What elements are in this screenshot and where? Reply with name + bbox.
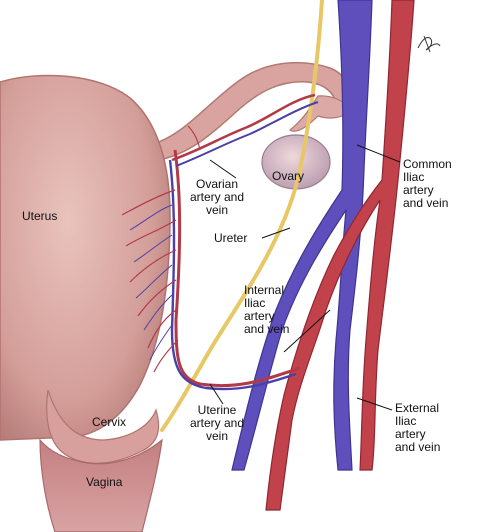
label-internal-iliac-artery-and-vein: Internal Iliac artery and vein xyxy=(244,283,290,336)
uterine-branches-venous xyxy=(129,204,173,361)
uterine-branches-arterial xyxy=(121,125,201,373)
vagina-shape xyxy=(39,438,163,532)
label-vagina: Vagina xyxy=(86,475,123,489)
leader-lines xyxy=(209,144,401,411)
label-ureter: Ureter xyxy=(214,231,248,245)
ovarian-artery xyxy=(171,93,316,162)
cervix-shape xyxy=(46,389,160,464)
label-ovary: Ovary xyxy=(272,169,305,183)
uterus-shape xyxy=(0,74,171,441)
uterine-artery xyxy=(173,149,301,388)
common-iliac-artery xyxy=(265,0,415,511)
uterine-vein xyxy=(168,159,297,391)
common-iliac-vein xyxy=(231,0,373,471)
label-cervix: Cervix xyxy=(92,415,127,429)
label-uterus: Uterus xyxy=(22,209,58,223)
label-common-iliac-artery-and-vein: Common Iliac artery and vein xyxy=(403,157,452,210)
artist-signature xyxy=(417,35,441,53)
ovarian-vein xyxy=(175,101,319,167)
label-uterine-artery-and-vein: Uterine artery and vein xyxy=(190,403,245,443)
label-external-iliac-artery-and-vein: External Iliac artery and vein xyxy=(395,401,441,454)
label-ovarian-artery-and-vein: Ovarian artery and vein xyxy=(190,177,245,217)
